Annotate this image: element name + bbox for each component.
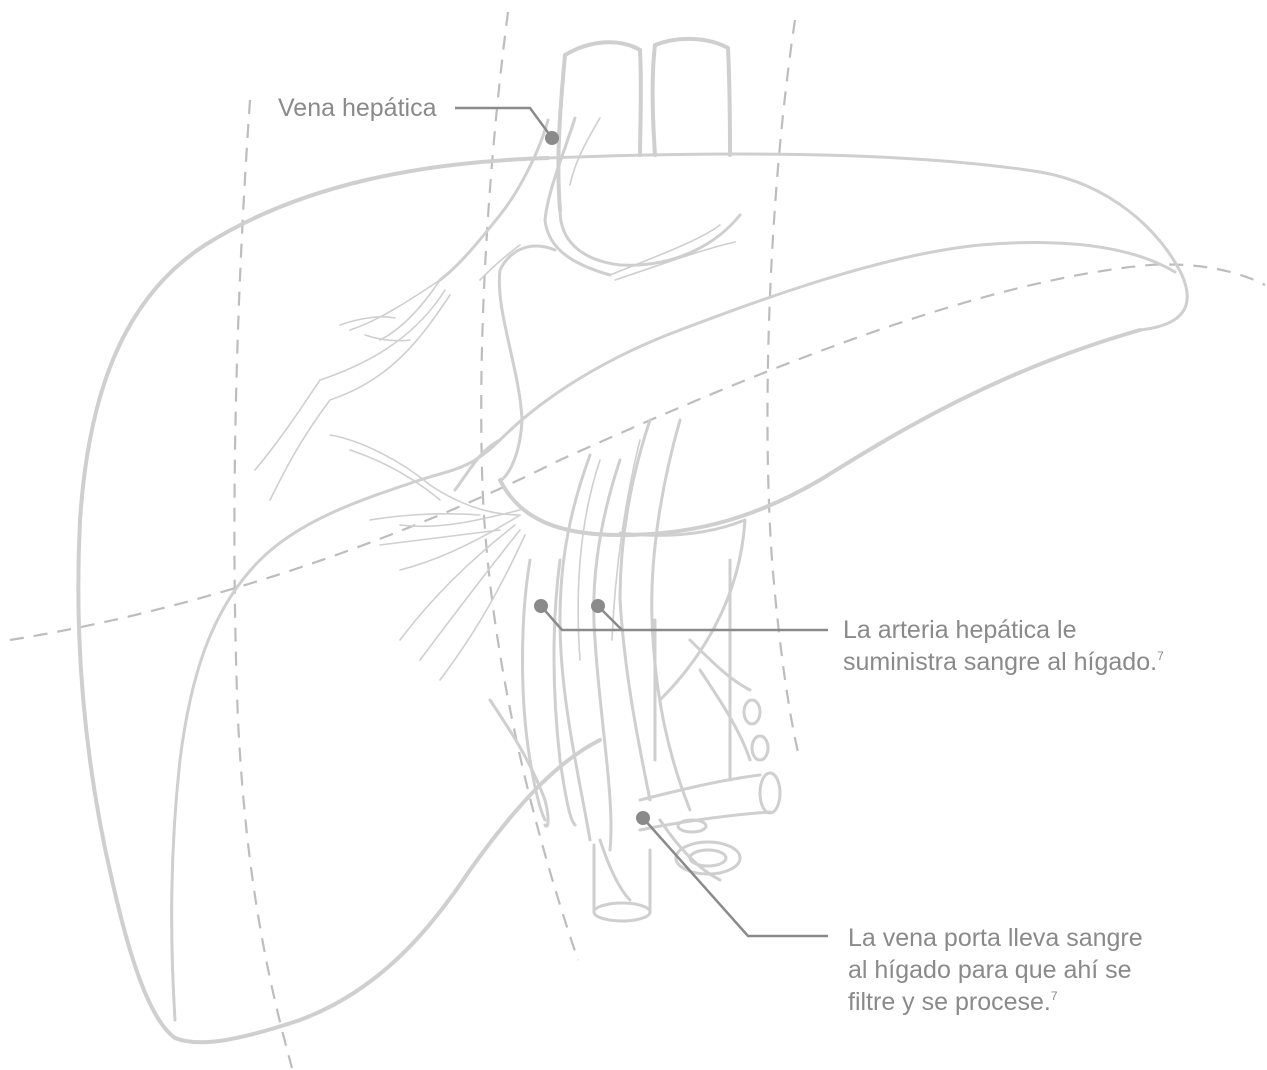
portal-bundle xyxy=(330,420,780,921)
hepatic-artery-line-2: suministra sangre al hígado.7 xyxy=(843,646,1164,678)
hepatic-vein-text: Vena hepática xyxy=(278,94,436,122)
dot-hepatic-artery-a xyxy=(534,599,548,613)
label-portal-vein: La vena porta lleva sangre al hígado par… xyxy=(848,922,1143,1018)
leader-hepatic-vein xyxy=(455,108,552,138)
segment-guides xyxy=(10,12,1265,1068)
portal-vein-line-2: al hígado para que ahí se xyxy=(848,954,1143,986)
dot-hepatic-artery-b xyxy=(591,599,605,613)
hepatic-artery-ref: 7 xyxy=(1157,649,1164,663)
leader-hepatic-artery xyxy=(541,606,828,630)
portal-vein-line-3: filtre y se procese.7 xyxy=(848,986,1143,1018)
label-hepatic-vein: Vena hepática xyxy=(278,92,436,124)
portal-vein-ref: 7 xyxy=(1051,989,1058,1003)
label-hepatic-artery: La arteria hepática le suministra sangre… xyxy=(843,614,1164,678)
portal-vein-line-1: La vena porta lleva sangre xyxy=(848,922,1143,954)
dot-portal-vein xyxy=(636,811,650,825)
inferior-vena-cava xyxy=(558,39,740,265)
liver-outline xyxy=(78,154,1187,1042)
hepatic-artery-line-1: La arteria hepática le xyxy=(843,614,1164,646)
dot-hepatic-vein xyxy=(545,131,559,145)
